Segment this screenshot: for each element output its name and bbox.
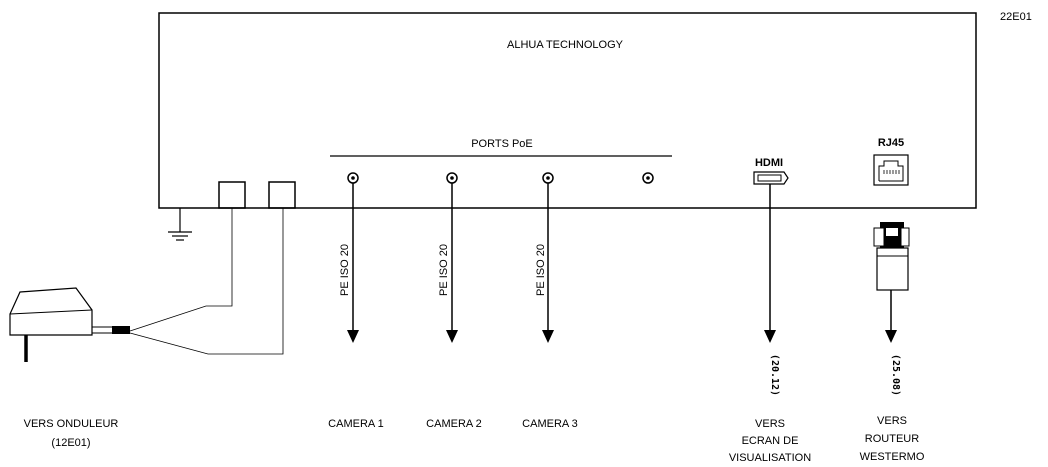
- device-box: [158, 12, 977, 209]
- hdmi-cable: [764, 184, 776, 343]
- camera-3-cable: [542, 183, 554, 343]
- poe-port-1: [347, 172, 359, 184]
- power-port-2: [268, 181, 296, 209]
- camera-3-cable-spec: PE ISO 20: [535, 244, 547, 296]
- hdmi-port-icon: [753, 171, 789, 185]
- device-manufacturer-label: ALHUA TECHNOLOGY: [507, 39, 624, 51]
- power-cable: [129, 208, 284, 355]
- rj45-cable: [885, 290, 897, 343]
- poe-port-3: [542, 172, 554, 184]
- camera-2-cable-spec: PE ISO 20: [438, 244, 450, 296]
- poe-port-4: [642, 172, 654, 184]
- camera-2-label: CAMERA 2: [426, 418, 482, 430]
- screen-destination-line1: VERS: [755, 418, 785, 430]
- camera-1-cable-spec: PE ISO 20: [339, 244, 351, 296]
- rj45-port-icon: [873, 154, 909, 186]
- power-adapter-icon: [9, 287, 130, 362]
- poe-port-2: [446, 172, 458, 184]
- ups-destination-line2: (12E01): [51, 437, 90, 449]
- camera-2-cable: [446, 183, 458, 343]
- ground-icon: [168, 208, 192, 241]
- poe-ports-label: PORTS PoE: [471, 138, 533, 150]
- camera-1-cable: [347, 183, 359, 343]
- hdmi-port-label: HDMI: [755, 157, 783, 169]
- screen-destination-line3: VISUALISATION: [729, 452, 811, 464]
- rj45-plug-icon: [873, 222, 910, 291]
- camera-3-label: CAMERA 3: [522, 418, 578, 430]
- ups-destination-line1: VERS ONDULEUR: [24, 418, 119, 430]
- power-port-1: [218, 181, 246, 209]
- hdmi-cross-reference: (20.12): [769, 354, 780, 396]
- camera-1-label: CAMERA 1: [328, 418, 384, 430]
- router-destination-line1: VERS: [877, 415, 907, 427]
- screen-destination-line2: ECRAN DE: [742, 435, 799, 447]
- rj45-port-label: RJ45: [878, 137, 904, 149]
- router-destination-line2: ROUTEUR: [865, 433, 919, 445]
- router-destination-line3: WESTERMO: [860, 451, 925, 463]
- sheet-reference: 22E01: [1000, 11, 1032, 23]
- rj45-cross-reference: (25.08): [890, 354, 901, 396]
